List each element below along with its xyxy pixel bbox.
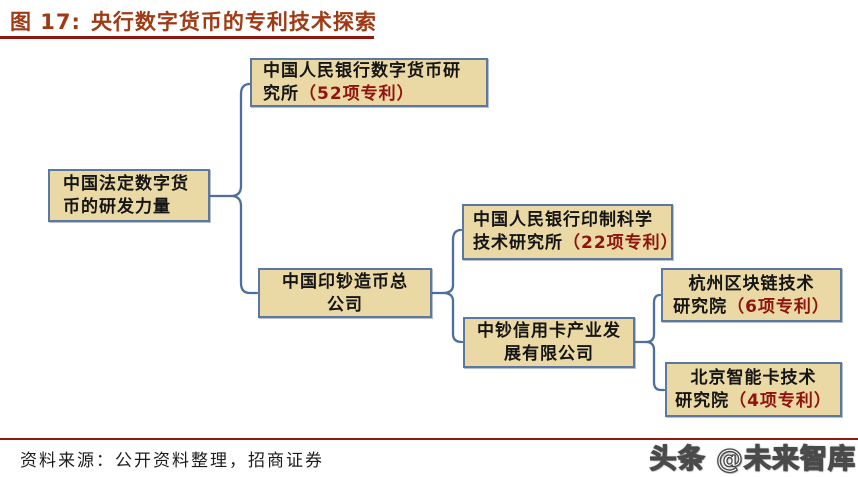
node-china-banknote-printing-corp: 中国印钞造币总 公司 <box>258 268 432 318</box>
patent-count: （4项专利） <box>729 391 832 411</box>
node-line: 币的研发力量 <box>63 197 171 217</box>
node-line: 中国法定数字货 <box>63 174 189 194</box>
node-line: 究所（52项专利） <box>263 84 415 104</box>
node-line: 中钞信用卡产业发 <box>477 321 621 341</box>
footer-divider <box>0 438 858 440</box>
node-line: 技术研究所（22项专利） <box>473 233 679 253</box>
node-line: 展有限公司 <box>504 344 594 364</box>
toutiao-watermark: 头条 @未来智库 <box>649 443 856 475</box>
patent-count: （22项专利） <box>563 233 679 253</box>
node-line: 中国人民银行数字货币研 <box>263 61 461 81</box>
node-line: 公司 <box>327 295 363 315</box>
node-pboc-digital-currency-institute: 中国人民银行数字货币研 究所（52项专利） <box>250 58 488 107</box>
brace-connector-level2-curve <box>441 228 464 344</box>
figure-title-text: 央行数字货币的专利技术探索 <box>90 10 377 34</box>
node-line: 研究院（4项专利） <box>675 391 832 411</box>
patent-count: （6项专利） <box>727 297 830 317</box>
figure-title: 图 17: 央行数字货币的专利技术探索 <box>10 6 377 36</box>
node-root-digital-currency-rd-forces: 中国法定数字货 币的研发力量 <box>48 169 210 222</box>
brace-connector-level1-curve <box>229 82 259 295</box>
node-pboc-printing-science-institute: 中国人民银行印制科学 技术研究所（22项专利） <box>462 204 679 260</box>
node-line: 中国人民银行印制科学 <box>473 210 653 230</box>
figure-number-label: 图 17: <box>10 10 81 34</box>
title-underline-divider <box>0 36 374 39</box>
node-line: 中国印钞造币总 <box>282 272 408 292</box>
node-line: 杭州区块链技术 <box>688 274 815 294</box>
node-line: 北京智能卡技术 <box>690 368 817 388</box>
node-zhongchao-credit-card-company: 中钞信用卡产业发 展有限公司 <box>463 317 635 368</box>
node-hangzhou-blockchain-institute: 杭州区块链技术 研究院（6项专利） <box>661 268 842 322</box>
node-beijing-smartcard-institute: 北京智能卡技术 研究院（4项专利） <box>665 362 842 417</box>
patent-count: （52项专利） <box>299 84 415 104</box>
source-note: 资料来源：公开资料整理，招商证券 <box>20 451 324 471</box>
node-line: 研究院（6项专利） <box>673 297 830 317</box>
